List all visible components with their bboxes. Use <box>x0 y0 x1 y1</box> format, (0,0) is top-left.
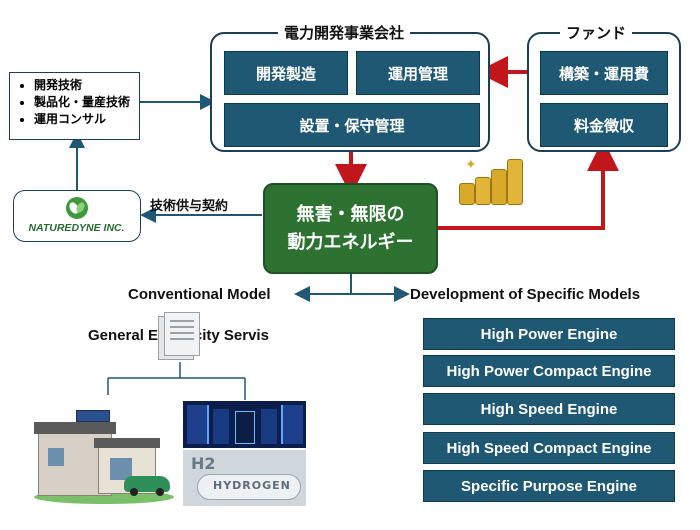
specific-models-label: Development of Specific Models <box>410 286 641 303</box>
installation-box: 設置・保守管理 <box>224 103 480 147</box>
model-specific-purpose: Specific Purpose Engine <box>423 470 675 502</box>
tech-item: 製品化・量産技術 <box>34 94 133 111</box>
partner-logo-text: NATUREDYNE INC. <box>28 222 125 234</box>
model-high-power-compact: High Power Compact Engine <box>423 355 675 387</box>
partner-box: NATUREDYNE INC. <box>13 190 141 242</box>
model-high-speed-compact: High Speed Compact Engine <box>423 432 675 464</box>
tech-item: 運用コンサル <box>34 111 133 128</box>
fee-collection-box: 料金徴収 <box>540 103 668 147</box>
tech-list-box: 開発技術 製品化・量産技術 運用コンサル <box>9 72 140 140</box>
company-group-title: 電力開発事業会社 <box>278 22 411 43</box>
coins-icon: ✦ <box>455 155 525 210</box>
operation-box: 運用管理 <box>356 51 480 95</box>
core-to-fund-arrow <box>438 139 619 230</box>
development-box: 開発製造 <box>224 51 348 95</box>
leaf-logo-icon <box>66 197 88 219</box>
core-energy-box: 無害・無限の 動力エネルギー <box>263 183 438 274</box>
construction-cost-box: 構築・運用費 <box>540 51 668 95</box>
core-line1: 無害・無限の <box>296 203 405 225</box>
generator-cabinet-icon <box>158 312 202 360</box>
hydrogen-tank-icon: H2 HYDROGEN <box>183 450 306 506</box>
fund-group-title: ファンド <box>560 22 633 43</box>
license-label: 技術供与契約 <box>150 199 229 214</box>
model-high-power: High Power Engine <box>423 318 675 350</box>
solar-panel-icon <box>76 410 110 422</box>
conventional-model-label: Conventional Model <box>128 286 271 303</box>
model-high-speed: High Speed Engine <box>423 393 675 425</box>
data-center-icon <box>183 401 306 448</box>
h2-label: H2 <box>191 454 216 473</box>
tech-item: 開発技術 <box>34 77 133 94</box>
core-line2: 動力エネルギー <box>287 231 414 253</box>
house-icon <box>28 398 178 506</box>
hydrogen-tank-text: HYDROGEN <box>213 479 291 492</box>
